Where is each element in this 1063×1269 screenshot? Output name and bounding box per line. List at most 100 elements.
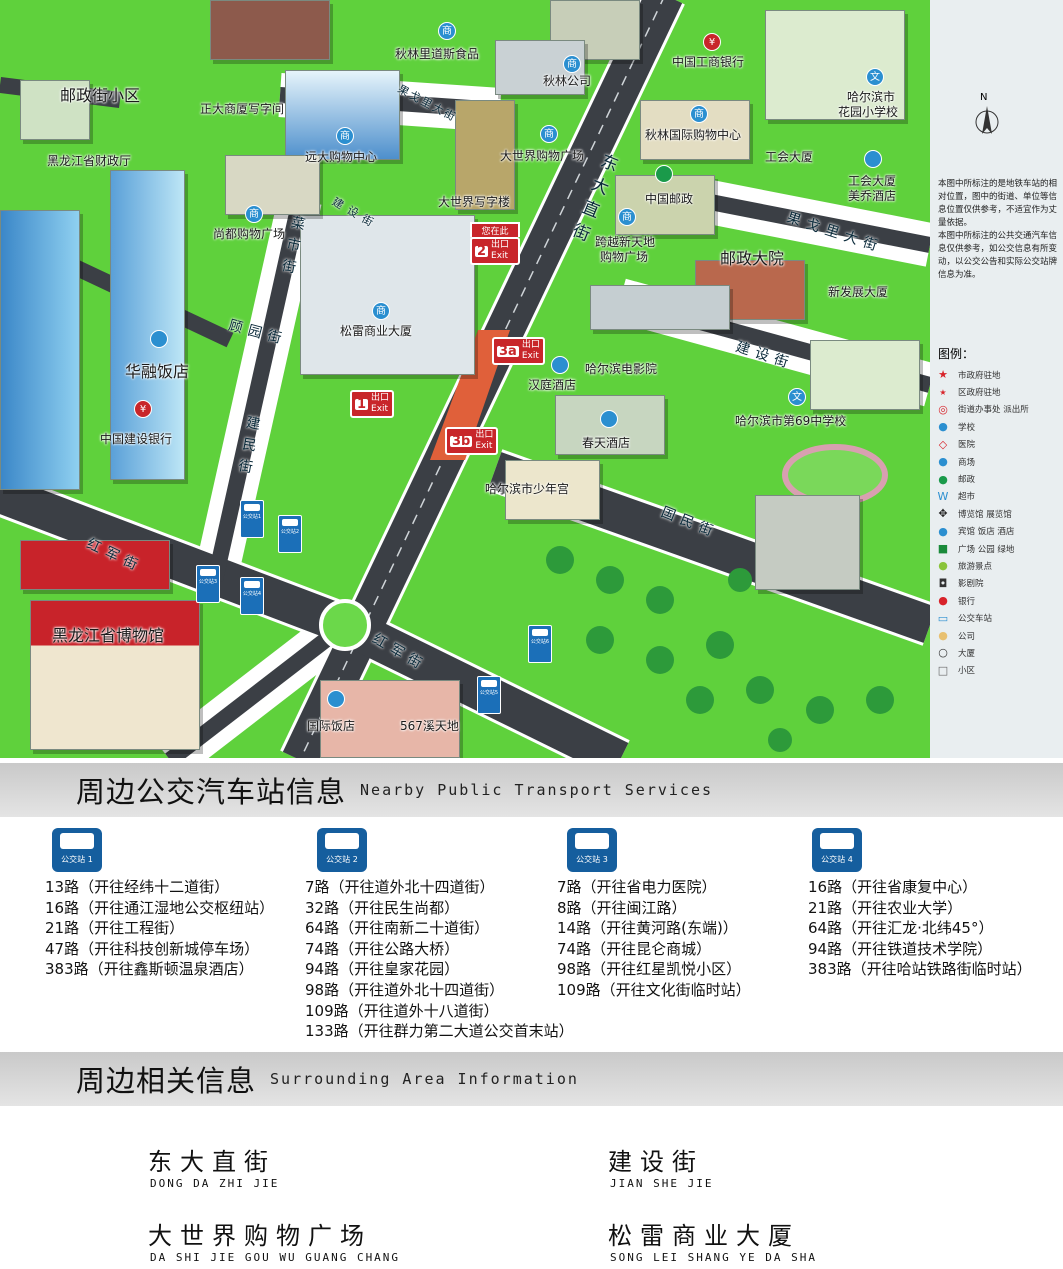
legend-item: ●宾馆 饭店 酒店: [936, 523, 1029, 540]
legend-item: □ 小区: [936, 662, 1029, 679]
place-pinyin: DA SHI JIE GOU WU GUANG CHANG: [150, 1251, 401, 1264]
legend-item: ●公司: [936, 627, 1029, 644]
subway-area-map: 商 商 商 商 商 商 商 商 文 文 ¥ ¥ 邮政街小区 正大商厦写字间 秋林…: [0, 0, 930, 758]
transport-header: 周边公交汽车站信息 Nearby Public Transport Servic…: [0, 763, 1063, 817]
map-label: 哈尔滨市第69中学校: [735, 414, 847, 428]
bus-route: 94路（开往皇家花园）: [305, 960, 460, 979]
exit-label-en: Exit: [521, 351, 539, 361]
shop-icon: 商: [618, 208, 636, 226]
bus-icon: [820, 833, 854, 849]
tower-building: [110, 170, 185, 480]
map-label: 大世界购物广场: [500, 149, 585, 163]
legend-label: 邮政: [958, 475, 976, 486]
bus-stop-sign-1[interactable]: 公交站1: [240, 500, 264, 538]
hotel-icon: ●: [938, 524, 948, 538]
building: [755, 495, 860, 590]
bus-icon: [60, 833, 94, 849]
map-label: 尚都购物广场: [213, 227, 286, 241]
legend-label: 博览馆 展览馆: [958, 509, 1012, 520]
legend-label: 商场: [958, 457, 976, 468]
legend-item: ◇ 医院: [936, 436, 1029, 453]
place-pinyin: DONG DA ZHI JIE: [150, 1177, 280, 1190]
bus-route: 64路（开往南新二十道街）: [305, 919, 490, 938]
bus-route: 16路（开往通江湿地公交枢纽站）: [45, 898, 275, 917]
hospital-icon: ◇: [938, 437, 948, 451]
map-label: 购物广场: [600, 250, 649, 264]
exit-label-en: Exit: [371, 404, 389, 414]
park-icon: ■: [937, 542, 949, 556]
star-icon: ★: [938, 368, 948, 382]
map-label: 花园小学校: [838, 105, 899, 119]
bus-route: 21路（开往工程街）: [45, 919, 185, 938]
exit-label: 出口: [521, 340, 540, 350]
legend-label: 大厦: [958, 648, 976, 659]
exit-label: 出口: [371, 393, 390, 403]
map-label: 华融饭店: [125, 362, 190, 381]
legend-sidebar: N 本图中所标注的是地铁车站的相对位置，图中的街道、单位等信息位置仅供参考，不适…: [930, 0, 1063, 758]
target-icon: ◎: [938, 402, 948, 416]
bus-route: 64路（开往汇龙·北纬45°）: [808, 919, 994, 938]
legend-item: ✥博览馆 展览馆: [936, 505, 1029, 522]
place-name: 建设街: [608, 1148, 704, 1176]
bus-stop-icon: 公交站 3: [567, 828, 617, 872]
building-yuanda: [285, 70, 400, 160]
exit-number: 2: [475, 243, 489, 259]
legend-label: 街道办事处 派出所: [958, 405, 1029, 416]
bus-stop-sign-4[interactable]: 公交站4: [240, 577, 264, 615]
school-icon: 文: [788, 388, 806, 406]
bus-stop-sign-2[interactable]: 公交站2: [278, 515, 302, 553]
section-title-en: Nearby Public Transport Services: [360, 781, 713, 799]
exit-number: 3b: [450, 433, 473, 449]
cinema-icon: ◘: [938, 576, 948, 590]
map-label: 秋林国际购物中心: [645, 128, 742, 142]
legend-item: ◘影剧院: [936, 575, 1029, 592]
legend-label: 超市: [958, 492, 976, 503]
legend-item: ●商场: [936, 453, 1029, 470]
map-label: 远大购物中心: [305, 150, 378, 164]
map-label: 567溪天地: [400, 719, 459, 733]
bus-stop-sign-6[interactable]: 公交站6: [528, 625, 552, 663]
legend-item: ●旅游景点: [936, 557, 1029, 574]
hotel-icon: [150, 330, 168, 348]
building-youth-palace: [505, 460, 600, 520]
building: [590, 285, 730, 330]
legend-label: 广场 公园 绿地: [958, 544, 1015, 555]
building-dashijie: [455, 100, 515, 210]
place-pinyin: JIAN SHE JIE: [610, 1177, 714, 1190]
building: [225, 155, 320, 215]
map-label: 新发展大厦: [828, 285, 889, 299]
bus-stop-sign-3[interactable]: 公交站3: [196, 565, 220, 603]
museum-roof: [20, 540, 170, 590]
bank-icon: ¥: [703, 33, 721, 51]
map-label: 黑龙江省财政厅: [47, 154, 132, 168]
school-icon: 文: [866, 68, 884, 86]
community-icon: □: [937, 663, 949, 677]
legend-item: ▭公交车站: [936, 609, 1029, 626]
school-icon: ●: [938, 420, 948, 434]
bus-route: 109路（开往文化街临时站）: [557, 980, 751, 999]
legend-label: 医院: [958, 440, 976, 451]
map-label: 美乔酒店: [848, 189, 897, 203]
bank-icon: ●: [938, 594, 948, 608]
map-label: 邮政大院: [720, 249, 785, 268]
legend-label: 小区: [958, 666, 976, 677]
disclaimer-note: 本图中所标注的是地铁车站的相对位置，图中的街道、单位等信息位置仅供参考，不适宜作…: [938, 179, 1058, 280]
residential-blocks: [810, 340, 920, 410]
bus-route: 13路（开往经纬十二道街）: [45, 878, 230, 896]
bus-stop-name: 公交站 4: [821, 855, 853, 864]
bus-stop-name: 公交站 1: [61, 855, 93, 864]
bus-route: 98路（开往红星凯悦小区）: [557, 960, 742, 979]
bus-stop-sign-5[interactable]: 公交站5: [477, 676, 501, 714]
museum-building: [30, 600, 200, 750]
map-label: 中国邮政: [645, 192, 694, 206]
residential-blocks: [765, 10, 905, 120]
roundabout: [319, 599, 371, 651]
section-title: 周边相关信息: [76, 1064, 257, 1098]
